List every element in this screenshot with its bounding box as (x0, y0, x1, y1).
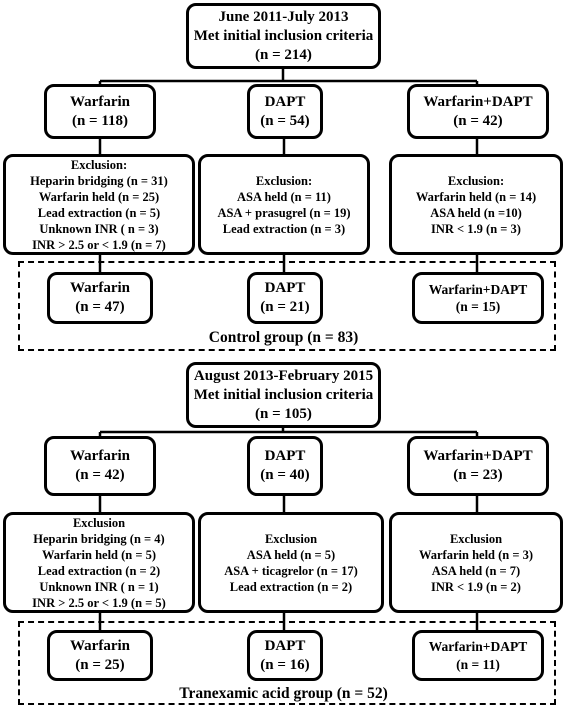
final-name: Warfarin+DAPT (428, 639, 528, 654)
exclusion-item: INR < 1.9 (n = 2) (431, 579, 521, 594)
exclusion-item: Heparin bridging (n = 31) (30, 173, 168, 188)
final-name: Warfarin (70, 637, 130, 654)
exclusion-item: Warfarin held (n = 3) (418, 547, 534, 562)
exclusion-item: INR < 1.9 (n = 3) (431, 221, 521, 236)
exclusion-item: Unknown INR ( n = 3) (39, 221, 159, 236)
control-group-frame (18, 261, 556, 351)
arm-count: (n = 23) (453, 467, 503, 483)
phase1-arm-dapt: DAPT (n = 54) (247, 84, 323, 139)
phase1-final-dapt: DAPT (n = 21) (247, 272, 323, 324)
final-name: Warfarin+DAPT (428, 281, 528, 297)
phase1-exclusion-dapt: Exclusion: ASA held (n = 11) ASA + prasu… (198, 154, 370, 255)
final-name: Warfarin (70, 280, 130, 296)
exclusion-title: Exclusion: (447, 173, 505, 188)
arm-name: DAPT (264, 448, 306, 464)
arm-count: (n = 42) (75, 467, 125, 483)
arm-count: (n = 42) (453, 112, 503, 129)
final-name: DAPT (264, 637, 306, 654)
exclusion-item: Unknown INR ( n = 1) (39, 579, 159, 594)
control-group-label: Control group (n = 83) (208, 329, 359, 346)
arm-name: DAPT (264, 93, 306, 110)
final-count: (n = 25) (75, 656, 125, 673)
final-count: (n = 47) (75, 299, 125, 315)
exclusion-title: Exclusion (72, 515, 126, 530)
phase2-final-warfarin-dapt: Warfarin+DAPT (n = 11) (412, 630, 544, 681)
phase2-exclusion-warfarin-dapt: Exclusion Warfarin held (n = 3) ASA held… (389, 512, 563, 613)
exclusion-item: ASA held (n = 5) (246, 547, 336, 562)
phase2-final-dapt: DAPT (n = 16) (247, 630, 323, 681)
phase1-arm-warfarin: Warfarin (n = 118) (44, 84, 156, 139)
exclusion-item: Warfarin held (n = 14) (415, 189, 537, 204)
phase1-total: (n = 214) (255, 46, 312, 63)
exclusion-item: Warfarin held (n = 5) (41, 547, 157, 562)
arm-name: Warfarin+DAPT (423, 93, 533, 110)
exclusion-item: ASA held (n = 7) (431, 563, 521, 578)
exclusion-title: Exclusion: (70, 157, 128, 172)
exclusion-item: Lead extraction (n = 2) (37, 563, 161, 578)
exclusion-title: Exclusion (449, 531, 503, 546)
phase2-arm-warfarin-dapt: Warfarin+DAPT (n = 23) (407, 436, 549, 496)
arm-name: Warfarin (70, 448, 130, 464)
phase1-final-warfarin-dapt: Warfarin+DAPT (n = 15) (412, 272, 544, 324)
final-count: (n = 16) (260, 656, 310, 673)
arm-name: Warfarin+DAPT (423, 448, 533, 464)
phase1-criteria: Met initial inclusion criteria (193, 27, 374, 44)
phase1-header-box: June 2011-July 2013 Met initial inclusio… (186, 3, 381, 69)
arm-name: Warfarin (70, 93, 130, 110)
phase2-final-warfarin: Warfarin (n = 25) (47, 630, 153, 681)
arm-count: (n = 40) (260, 467, 310, 483)
exclusion-item: ASA held (n = 11) (237, 189, 331, 204)
final-name: DAPT (264, 280, 306, 296)
exclusion-item: Lead extraction (n = 5) (37, 205, 161, 220)
arm-count: (n = 54) (260, 112, 310, 129)
phase1-exclusion-warfarin: Exclusion: Heparin bridging (n = 31) War… (3, 154, 195, 255)
phase2-exclusion-warfarin: Exclusion Heparin bridging (n = 4) Warfa… (3, 512, 195, 613)
exclusion-item: Heparin bridging (n = 4) (33, 531, 165, 546)
phase2-exclusion-dapt: Exclusion ASA held (n = 5) ASA + ticagre… (198, 512, 384, 613)
phase2-arm-dapt: DAPT (n = 40) (247, 436, 323, 496)
tranexamic-group-label: Tranexamic acid group (n = 52) (179, 685, 388, 702)
exclusion-title: Exclusion: (255, 173, 313, 188)
phase2-total: (n = 105) (255, 405, 312, 422)
phase2-header-box: August 2013-February 2015 Met initial in… (186, 362, 381, 428)
exclusion-item: ASA + prasugrel (n = 19) (217, 205, 351, 220)
phase2-period: August 2013-February 2015 (193, 367, 374, 384)
phase2-criteria: Met initial inclusion criteria (193, 386, 374, 403)
phase1-period: June 2011-July 2013 (218, 8, 349, 25)
exclusion-item: INR > 2.5 or < 1.9 (n = 5) (32, 595, 166, 610)
exclusion-item: Warfarin held (n = 25) (38, 189, 160, 204)
phase1-final-warfarin: Warfarin (n = 47) (47, 272, 153, 324)
exclusion-item: INR > 2.5 or < 1.9 (n = 7) (32, 237, 166, 252)
exclusion-title: Exclusion (264, 531, 318, 546)
phase1-arm-warfarin-dapt: Warfarin+DAPT (n = 42) (407, 84, 549, 139)
final-count: (n = 21) (260, 299, 310, 315)
exclusion-item: ASA held (n =10) (430, 205, 522, 220)
exclusion-item: Lead extraction (n = 3) (222, 221, 346, 236)
arm-count: (n = 118) (71, 112, 129, 129)
phase1-exclusion-warfarin-dapt: Exclusion: Warfarin held (n = 14) ASA he… (389, 154, 563, 255)
final-count: (n = 15) (455, 299, 501, 314)
final-count: (n = 11) (456, 656, 500, 672)
tranexamic-group-frame (18, 621, 556, 705)
phase2-arm-warfarin: Warfarin (n = 42) (44, 436, 156, 496)
exclusion-item: Lead extraction (n = 2) (229, 579, 353, 594)
exclusion-item: ASA + ticagrelor (n = 17) (224, 563, 358, 578)
